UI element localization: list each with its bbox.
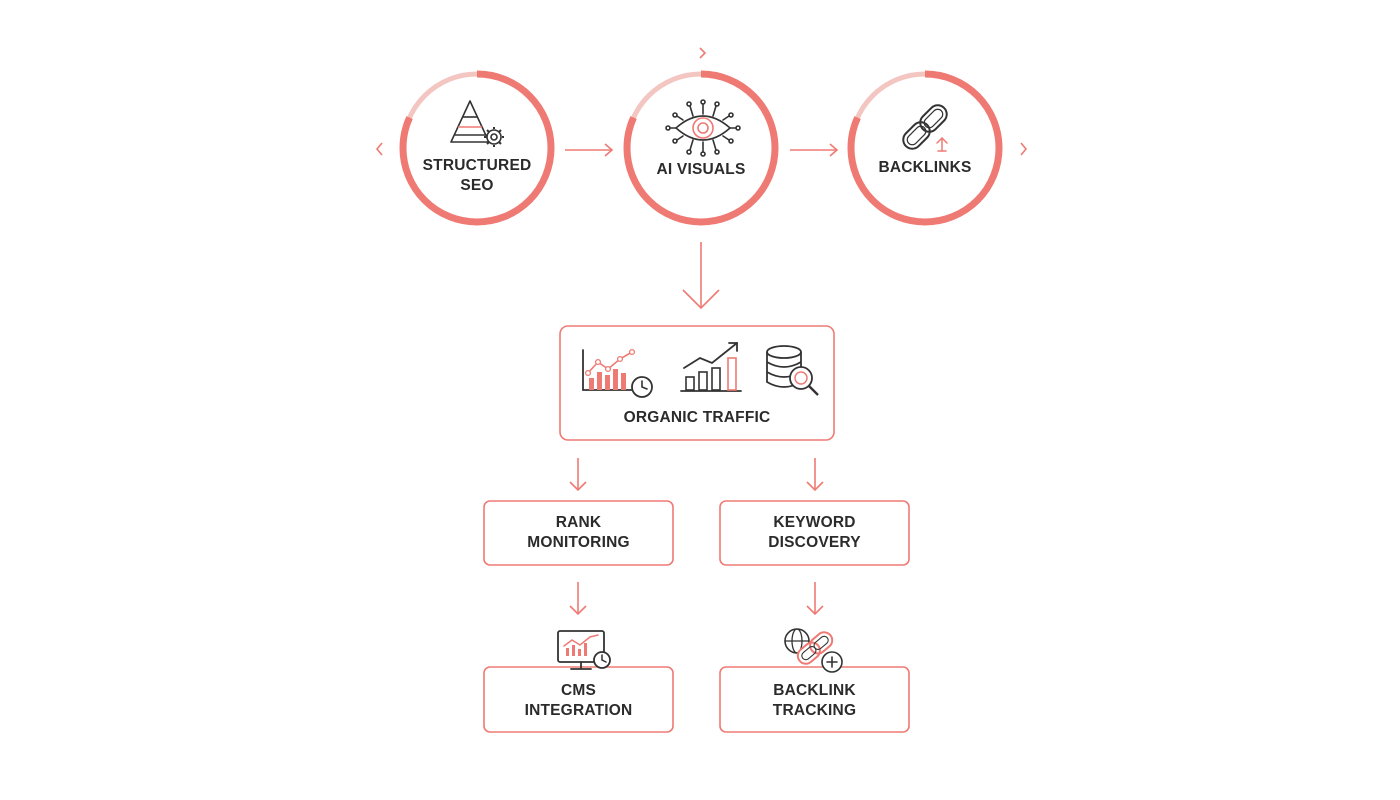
bar-chart-growth-icon (680, 342, 742, 392)
cms-integration-label: CMS INTEGRATION (484, 670, 673, 732)
node-ai-visuals (623, 70, 779, 226)
backlink-tracking-line-2: TRACKING (772, 702, 857, 719)
globe-chain-plus-icon (784, 628, 843, 673)
ai-visuals-label: AI VISUALS (656, 161, 746, 178)
chevron-top-icon (699, 47, 707, 59)
arrow-to-cms-integration (569, 582, 587, 616)
chain-link-icon (902, 104, 948, 152)
chevron-right-icon (1020, 142, 1028, 156)
cms-integration-line-2: INTEGRATION (524, 702, 633, 719)
arrow-to-keyword-discovery (806, 458, 824, 492)
structured-seo-line-2: SEO (460, 177, 494, 194)
backlink-tracking-box (719, 666, 910, 733)
database-search-icon (766, 345, 819, 396)
cms-integration-line-1: CMS (560, 682, 597, 699)
eye-circuit-icon (665, 99, 741, 157)
organic-traffic-label: ORGANIC TRAFFIC (623, 409, 771, 426)
keyword-discovery-line-2: DISCOVERY (768, 534, 861, 551)
backlink-tracking-label: BACKLINK TRACKING (720, 670, 909, 732)
rank-monitoring-line-2: MONITORING (527, 534, 630, 551)
structured-seo-label: STRUCTURED SEO (417, 155, 537, 197)
arrow-seo-to-visuals (565, 143, 614, 157)
cms-integration-box (483, 666, 674, 733)
structured-seo-line-1: STRUCTURED (422, 157, 532, 174)
line-chart-clock-icon (582, 348, 653, 398)
backlinks-label: BACKLINKS (878, 159, 972, 176)
node-structured-seo (399, 70, 555, 226)
rank-monitoring-box (483, 500, 674, 566)
arrow-to-organic-traffic (682, 242, 720, 310)
monitor-chart-clock-icon (557, 630, 611, 670)
keyword-discovery-label: KEYWORD DISCOVERY (720, 501, 909, 565)
node-backlinks (847, 70, 1003, 226)
chevron-left-icon (375, 142, 383, 156)
keyword-discovery-box (719, 500, 910, 566)
arrow-to-backlink-tracking (806, 582, 824, 616)
rank-monitoring-label: RANK MONITORING (484, 501, 673, 565)
backlink-tracking-line-1: BACKLINK (773, 682, 856, 699)
arrow-to-rank-monitoring (569, 458, 587, 492)
pyramid-gear-icon (450, 100, 504, 147)
keyword-discovery-line-1: KEYWORD (773, 514, 856, 531)
arrow-visuals-to-backlinks (790, 143, 839, 157)
rank-monitoring-line-1: RANK (555, 514, 602, 531)
